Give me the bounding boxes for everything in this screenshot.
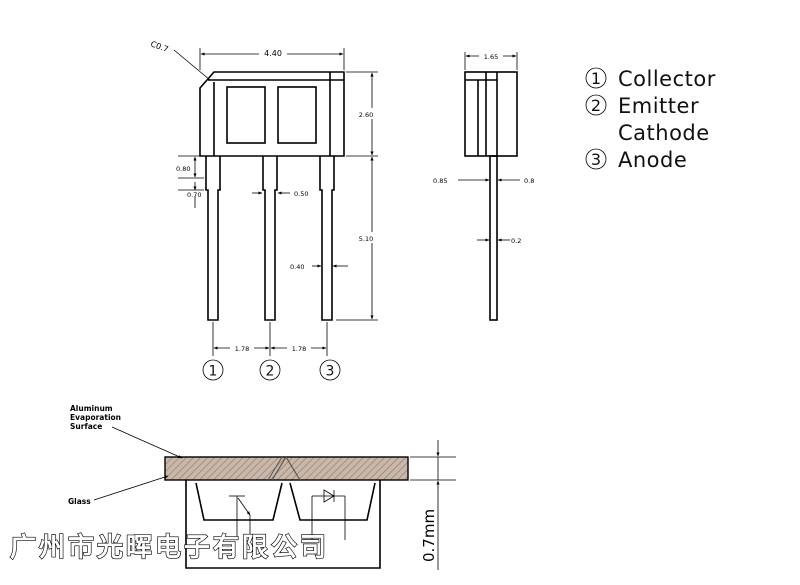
- legend-collector: Collector: [618, 67, 716, 91]
- label-bg: [355, 232, 377, 243]
- pin-2-number: 2: [266, 364, 275, 380]
- front-view: C0.7 4.40 2.60 5.10 0.80 0.70 0.50: [149, 39, 378, 381]
- legend-2-circle: [585, 94, 607, 116]
- dim-lead-width: 0.40: [290, 263, 304, 271]
- lens-window-right: [277, 86, 317, 144]
- legend-cathode: Cathode: [618, 121, 710, 145]
- dim-lead-upper-width: 0.50: [294, 190, 308, 198]
- legend-3-number: 3: [591, 150, 601, 169]
- dim-side-right: 0.8: [524, 177, 534, 185]
- dim-side-left: 0.85: [433, 177, 447, 185]
- light-path-2: [285, 456, 301, 481]
- legend-1-number: 1: [591, 69, 601, 88]
- pin-1-circle: [202, 359, 224, 381]
- leader-glass: [93, 475, 169, 501]
- side-lead: [489, 155, 498, 321]
- legend-emitter: Emitter: [618, 94, 699, 118]
- chamfer-leader: [173, 49, 211, 81]
- label-evaporation: Evaporation: [70, 413, 121, 422]
- legend-2-number: 2: [591, 96, 601, 115]
- chamfer-label: C0.7: [149, 39, 169, 54]
- light-path-3: [267, 456, 283, 481]
- lens-window-left: [226, 86, 266, 144]
- led-triangle: [323, 489, 335, 503]
- lead-3: [319, 156, 335, 321]
- pin-3-circle: [319, 359, 341, 381]
- pin-3-number: 3: [326, 364, 335, 380]
- label-surface: Surface: [70, 422, 102, 431]
- label-bg: [259, 47, 287, 58]
- dim-pitch-1: 1.78: [235, 345, 249, 353]
- legend-3-circle: [585, 148, 607, 170]
- light-path-1: [271, 456, 287, 481]
- cavity-left: [195, 482, 283, 521]
- side-body: [464, 71, 518, 157]
- cross-section: Aluminum Evaporation Surface Glass 0.7mm: [68, 404, 456, 570]
- label-bg: [355, 108, 377, 119]
- company-watermark: 广州市光晖电子有限公司: [10, 532, 329, 563]
- dim-body-height: 2.60: [359, 111, 373, 119]
- lead-1: [205, 156, 221, 321]
- dim-side-depth: 1.65: [484, 53, 498, 61]
- glass-plate: [164, 456, 409, 481]
- label-bg: [479, 51, 503, 61]
- legend-1-circle: [585, 67, 607, 89]
- pin-1-number: 1: [209, 364, 218, 380]
- dim-pitch-2: 1.78: [292, 345, 306, 353]
- dim-lead-step: 0.70: [187, 191, 201, 199]
- transistor-emitter: [237, 497, 251, 516]
- package-body-outline: [199, 71, 345, 157]
- cavity-right: [289, 482, 376, 521]
- lead-2: [262, 156, 278, 321]
- legend-anode: Anode: [618, 148, 687, 172]
- side-view: 1.65 0.85 0.8 0.2: [433, 51, 534, 321]
- label-bg: [230, 343, 254, 353]
- label-aluminum: Aluminum: [70, 404, 113, 413]
- dim-lead-offset: 0.80: [176, 165, 190, 173]
- label-bg: [287, 343, 311, 353]
- housing-outline: [185, 480, 381, 569]
- label-glass: Glass: [68, 497, 91, 506]
- led-symbol: [311, 489, 346, 540]
- leader-surface: [111, 426, 183, 459]
- phototransistor-symbol: [229, 495, 251, 540]
- pin-legend: 1 Collector 2 Emitter Cathode 3 Anode: [585, 67, 716, 172]
- pin-2-circle: [259, 359, 281, 381]
- dim-glass-gap: 0.7mm: [420, 509, 438, 562]
- dim-body-width: 4.40: [264, 49, 282, 58]
- dim-lead-length: 5.10: [359, 235, 373, 243]
- dim-lead-thickness: 0.2: [511, 237, 521, 245]
